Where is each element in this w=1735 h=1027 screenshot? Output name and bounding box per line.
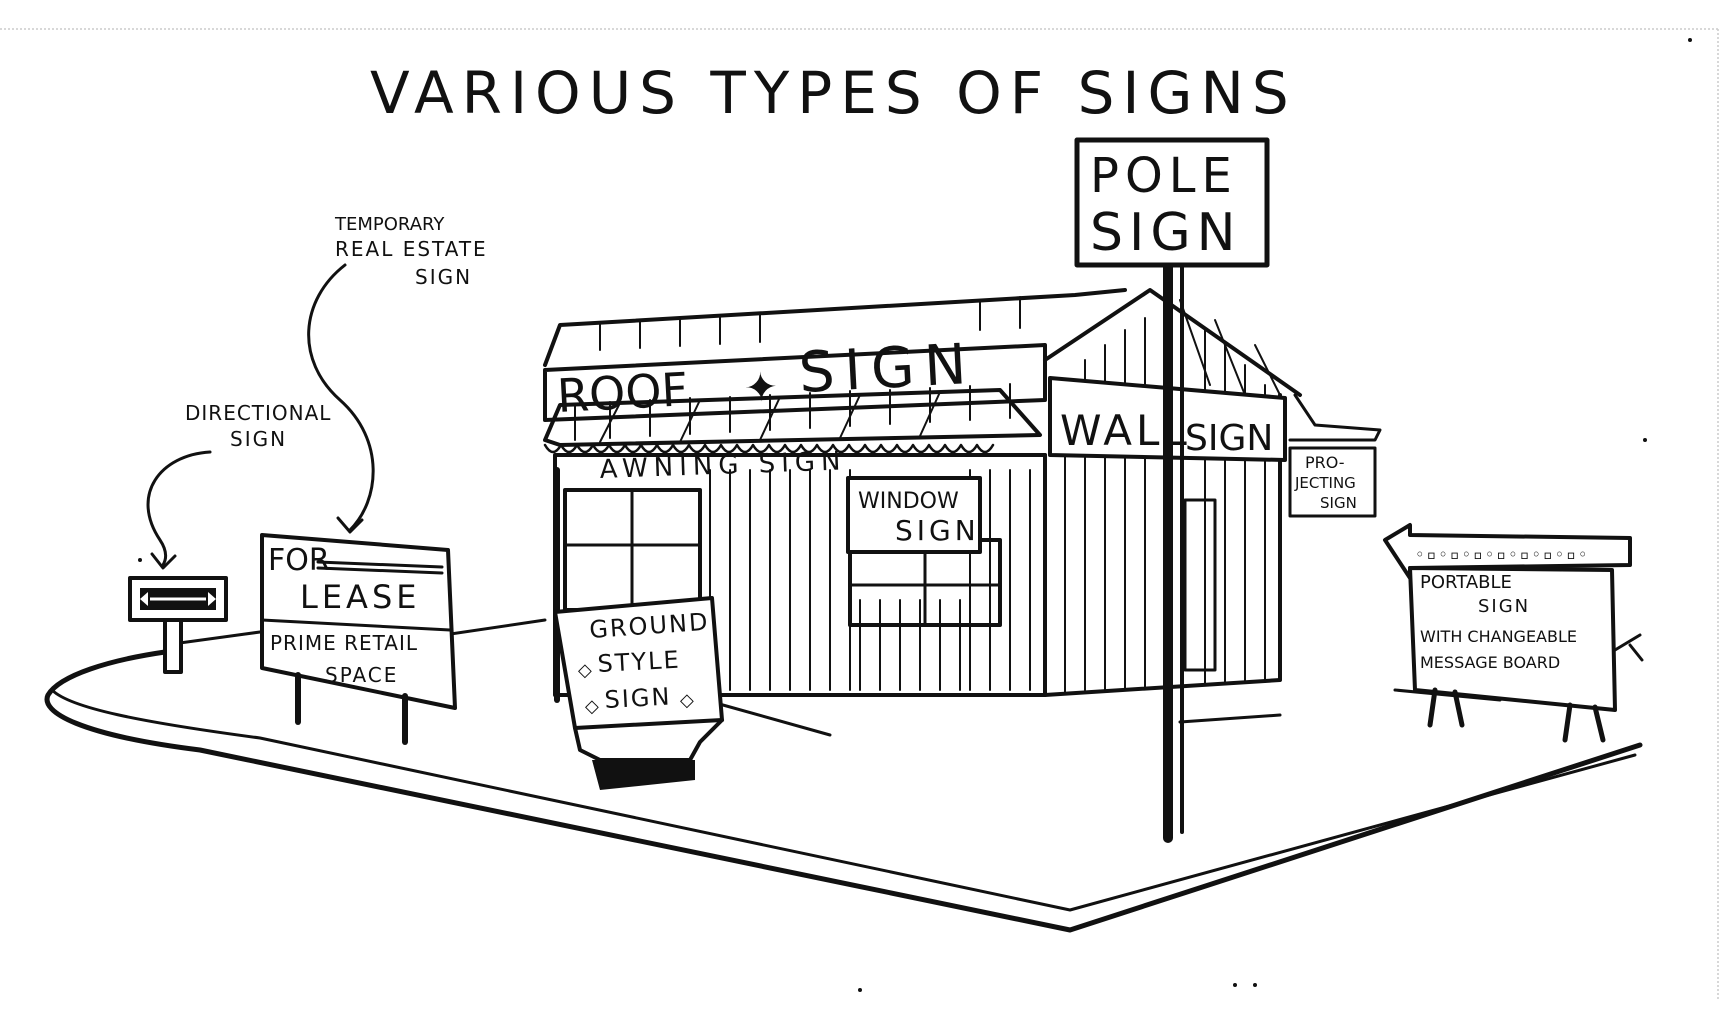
scan-specks [138, 38, 1692, 992]
portable-sign-line4: MESSAGE BOARD [1420, 653, 1560, 672]
projecting-sign: PRO- JECTING SIGN [1288, 446, 1377, 518]
building [543, 288, 1382, 703]
wall-sign-text-right: SIGN [1185, 418, 1273, 459]
directional-label-line1: DIRECTIONAL [185, 401, 331, 425]
for-lease-line4: SPACE [325, 663, 398, 687]
for-lease-sign: FOR LEASE PRIME RETAIL SPACE [260, 533, 457, 745]
ground-sign-diamond-3: ◇ [680, 690, 694, 711]
pole-sign-line1: POLE [1090, 148, 1238, 204]
ground-sign-line2: STYLE [597, 646, 681, 678]
window-sign-line2: SIGN [895, 514, 980, 547]
projecting-sign-line2: JECTING [1294, 474, 1356, 492]
roof-sign: ROOF ✦ SIGN [543, 332, 1047, 441]
ground-sign-diamond-1: ◇ [578, 660, 592, 681]
projecting-sign-line3: SIGN [1320, 494, 1357, 512]
temporary-label-arrow [307, 263, 375, 532]
temporary-label-line1: TEMPORARY [334, 214, 445, 235]
portable-sign: ◦▫◦▫◦▫◦▫◦▫◦▫◦▫◦ PORTABLE SIGN WITH CHANG… [1383, 523, 1644, 743]
diagram-title: VARIOUS TYPES OF SIGNS [370, 59, 1297, 127]
window-sign-line1: WINDOW [858, 489, 959, 514]
sidewalk [44, 618, 1643, 933]
roof-sign-arrow: ✦ [743, 364, 779, 412]
directional-label: DIRECTIONAL SIGN [146, 401, 331, 570]
ground-sign-diamond-2: ◇ [585, 696, 599, 717]
portable-sign-line3: WITH CHANGEABLE [1420, 627, 1577, 646]
frame [0, 28, 1720, 1000]
for-lease-line3: PRIME RETAIL [270, 631, 418, 655]
directional-label-arrow [146, 450, 212, 567]
temporary-label-line2: REAL ESTATE [335, 237, 488, 261]
pole-sign: POLE SIGN [1074, 137, 1270, 843]
roof-sign-text-right: SIGN [797, 332, 978, 406]
for-lease-line1: FOR [268, 543, 330, 578]
roof-sign-text-left: ROOF [556, 362, 689, 423]
for-lease-line2: LEASE [300, 578, 420, 616]
directional-sign [128, 576, 228, 674]
portable-sign-bulbs: ◦▫◦▫◦▫◦▫◦▫◦▫◦▫◦ [1415, 545, 1590, 564]
ground-style-sign: GROUND STYLE SIGN ◇ ◇ ◇ [553, 596, 724, 790]
projecting-sign-line1: PRO- [1305, 453, 1345, 472]
window-sign: WINDOW SIGN [846, 476, 982, 554]
portable-sign-line2: SIGN [1478, 596, 1530, 617]
portable-sign-line1: PORTABLE [1420, 572, 1512, 593]
directional-label-line2: SIGN [230, 427, 287, 451]
pole-sign-line2: SIGN [1090, 203, 1242, 263]
temporary-real-estate-label: TEMPORARY REAL ESTATE SIGN [307, 214, 488, 534]
ground-sign-line3: SIGN [604, 683, 672, 714]
temporary-label-line3: SIGN [415, 265, 472, 289]
